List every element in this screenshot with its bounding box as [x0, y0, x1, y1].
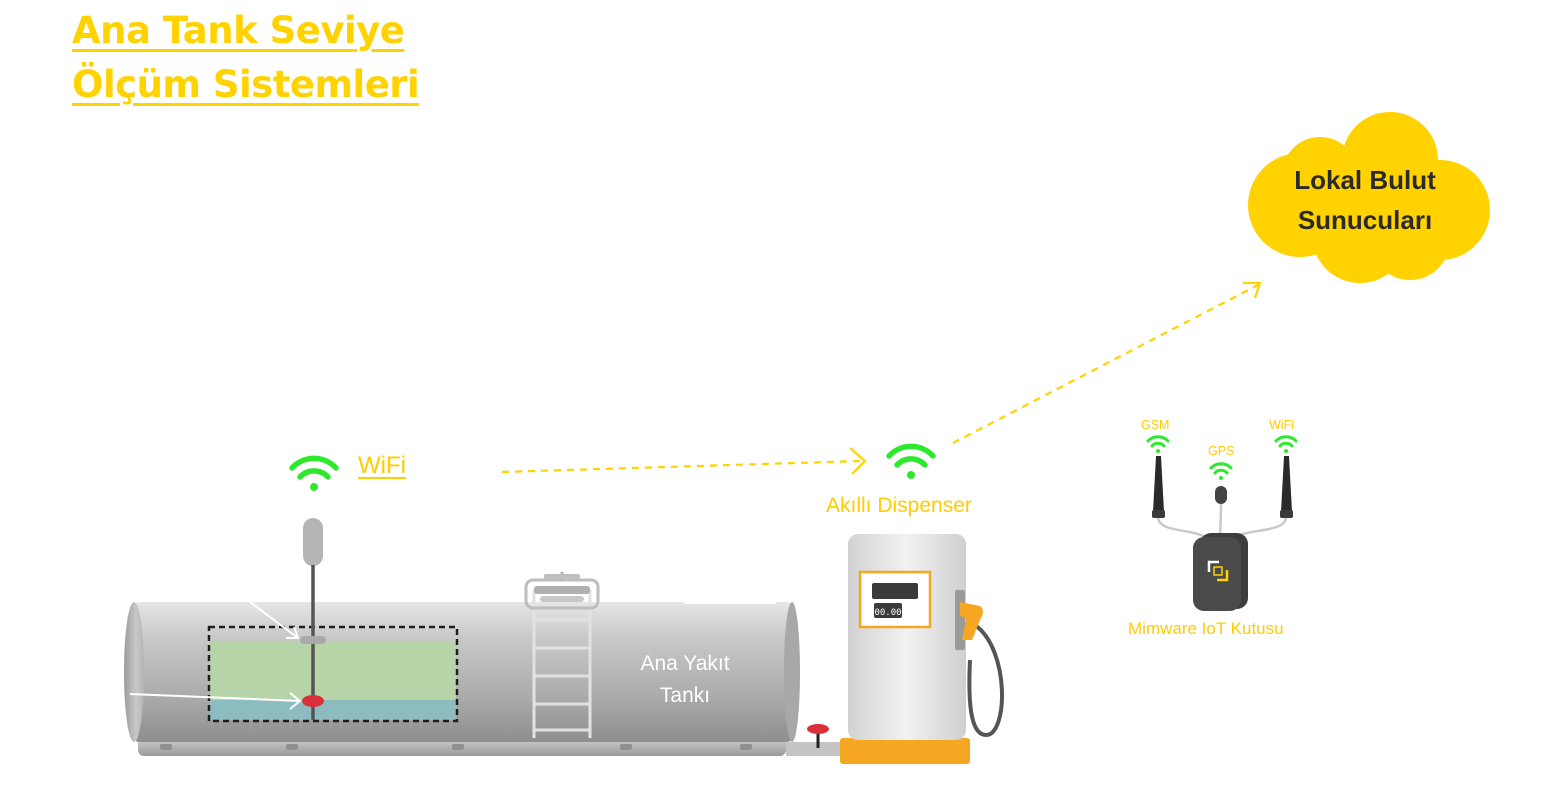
dispenser-label: Akıllı Dispenser — [826, 494, 972, 517]
dispenser-body — [848, 534, 966, 740]
tank-to-dispenser-line — [501, 459, 861, 474]
water-layer — [210, 700, 456, 720]
iot-box — [1193, 537, 1241, 611]
iot-device — [1146, 435, 1298, 611]
dispenser-panel — [858, 570, 932, 629]
page-title: Ana Tank Seviye Ölçüm Sistemleri — [72, 4, 420, 112]
title-line-2: Ölçüm Sistemleri — [72, 63, 420, 106]
wifi-icon — [886, 443, 936, 479]
cloud-icon — [1248, 112, 1490, 283]
arrowhead-dispenser — [849, 447, 867, 475]
fuel-float — [300, 636, 326, 644]
tank-ladder — [532, 590, 592, 738]
wifi-label: WiFi — [358, 452, 406, 479]
antenna-icon — [1152, 456, 1293, 518]
fuel-tank — [124, 518, 800, 756]
supply-pipe — [786, 724, 846, 756]
connection-arrows — [501, 281, 1262, 475]
valve-handle — [807, 724, 829, 734]
tank-end-cap-right — [784, 602, 800, 742]
antenna-label-gsm: GSM — [1141, 418, 1170, 432]
arrowhead-cloud — [1243, 281, 1262, 299]
tank-manhole — [524, 572, 600, 610]
level-probe — [300, 518, 326, 720]
wifi-icon — [289, 455, 339, 491]
iot-box-label: Mimware IoT Kutusu — [1128, 619, 1284, 638]
dispenser-to-cloud-line — [952, 284, 1259, 444]
iot-logo-icon — [1207, 560, 1229, 582]
tank-label-line-2: Tankı — [659, 684, 711, 707]
cloud-label-line-2: Sunucuları — [1297, 205, 1433, 235]
cloud-label-line-1: Lokal Bulut — [1294, 165, 1436, 195]
dispenser-counter-bg — [874, 603, 902, 618]
title-line-1: Ana Tank Seviye — [72, 9, 405, 52]
tank-end-cap-left — [124, 602, 144, 742]
antenna-label-wifi: WiFi — [1269, 418, 1294, 432]
fuel-nozzle-icon — [955, 590, 983, 650]
tank-label: Ana Yakıt Tankı — [620, 648, 750, 712]
dispenser-screen — [872, 583, 918, 599]
float-indicator-arrows — [129, 601, 302, 710]
antenna-label-gps: GPS — [1208, 444, 1235, 458]
wifi-icon — [1146, 435, 1298, 480]
fuel-hose — [967, 623, 1005, 738]
tank-level-window — [207, 625, 459, 723]
probe-head — [303, 518, 323, 566]
dispenser-counter: 00.00 — [874, 608, 901, 618]
tank-label-line-1: Ana Yakıt — [640, 652, 730, 675]
dispenser-base — [840, 738, 970, 764]
water-float — [302, 695, 324, 707]
cloud-label: Lokal Bulut Sunucuları — [1260, 160, 1470, 240]
tank-hatch — [684, 582, 776, 604]
smart-dispenser: 00.00 — [840, 534, 1005, 764]
fuel-layer — [210, 642, 456, 700]
